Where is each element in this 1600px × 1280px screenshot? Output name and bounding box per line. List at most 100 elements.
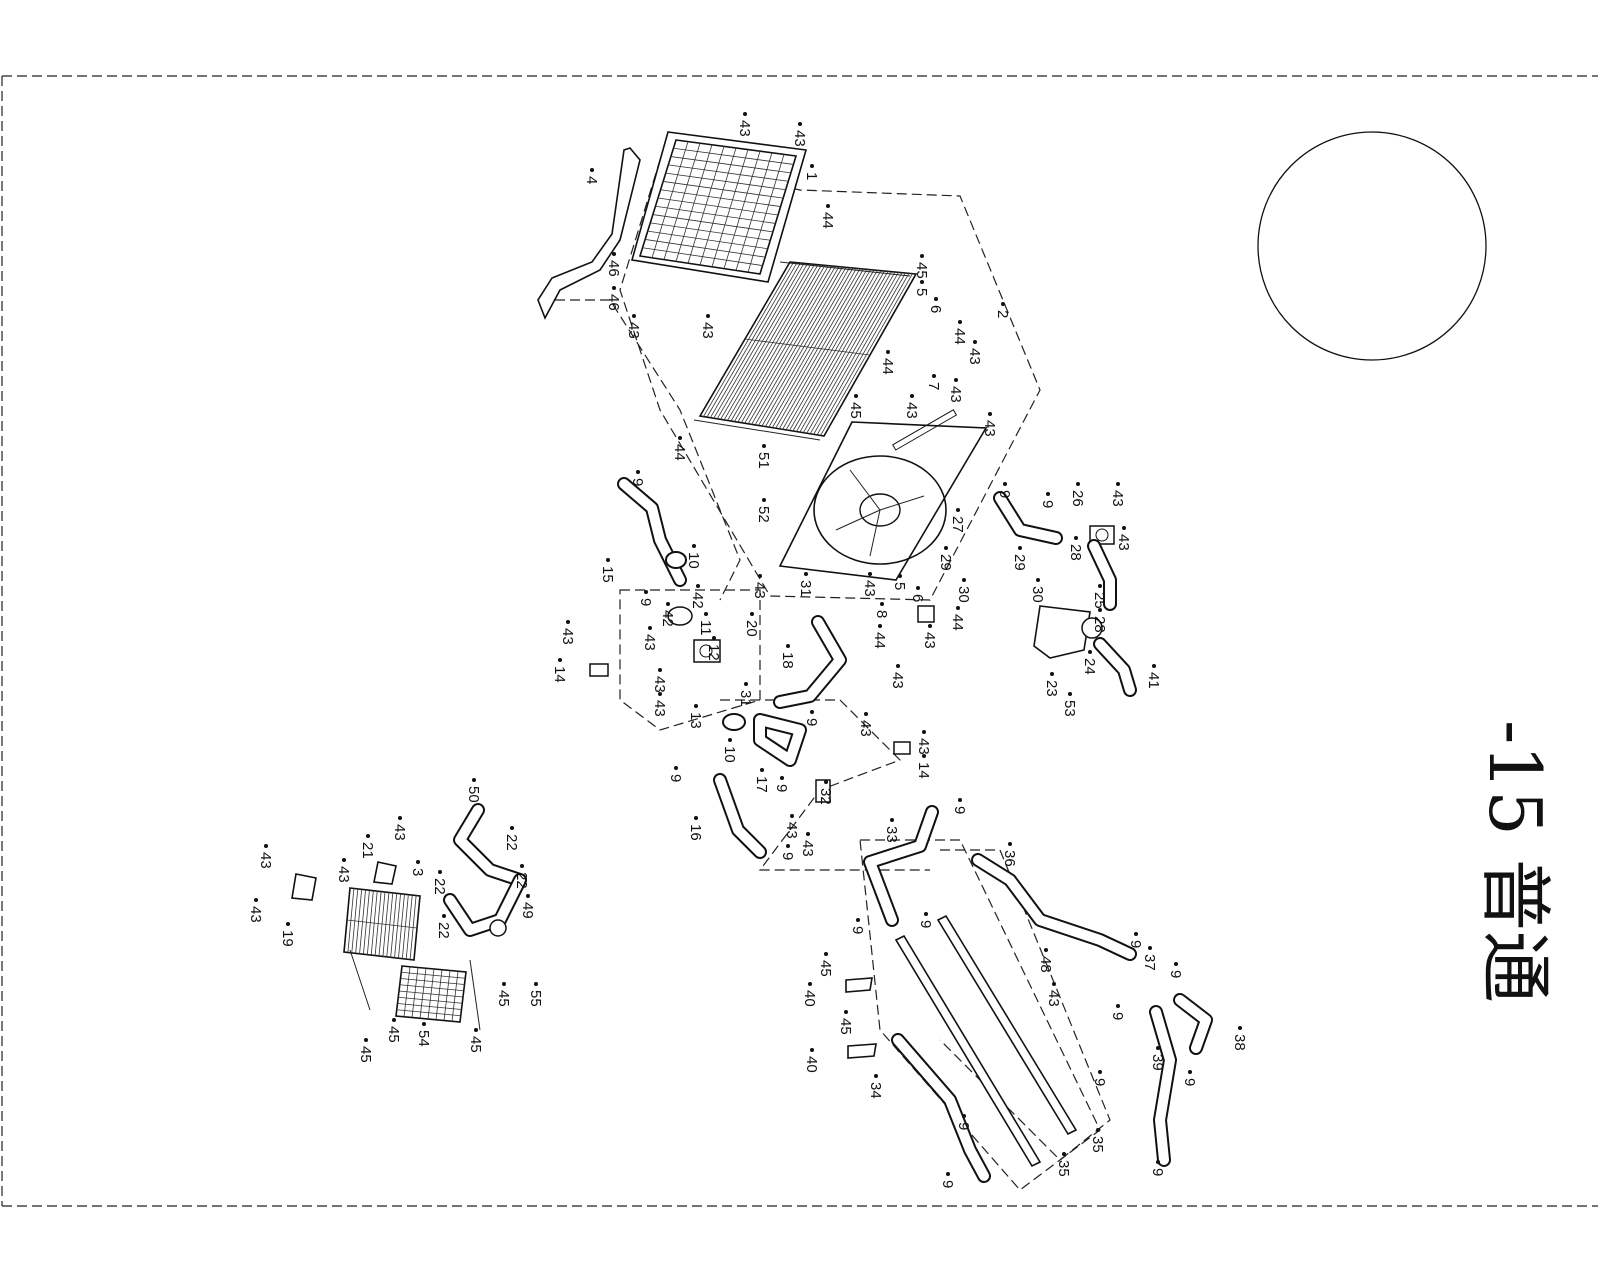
callout-text: 52 xyxy=(755,506,772,523)
callout-c107: 40 xyxy=(801,982,818,1007)
callout-c24: 9 xyxy=(629,470,646,486)
callout-c1: 43 xyxy=(736,112,753,137)
callout-c117: 45 xyxy=(357,1038,374,1063)
callout-dot xyxy=(1046,492,1050,496)
callout-c113: 38 xyxy=(1231,1026,1248,1051)
callout-text: 22 xyxy=(503,834,520,851)
callout-text: 43 xyxy=(783,822,800,839)
callout-dot xyxy=(808,982,812,986)
callout-c32: 43 xyxy=(1115,526,1132,551)
callout-dot xyxy=(922,754,926,758)
callout-text: 29 xyxy=(937,554,954,571)
callout-dot xyxy=(1098,584,1102,588)
callout-text: 23 xyxy=(1043,680,1060,697)
callout-text: 5 xyxy=(913,288,930,296)
callout-dot xyxy=(922,730,926,734)
callout-c8: 5 xyxy=(913,280,930,296)
callout-c121: 9 xyxy=(955,1114,972,1130)
callout-text: 43 xyxy=(1115,534,1132,551)
callout-text: 43 xyxy=(861,580,878,597)
callout-text: 43 xyxy=(335,866,352,883)
callout-text: 46 xyxy=(605,260,622,277)
callout-dot xyxy=(1156,1160,1160,1164)
heater-core-group xyxy=(291,861,507,1031)
callout-dot xyxy=(342,858,346,862)
callout-dot xyxy=(826,204,830,208)
callout-text: 43 xyxy=(391,824,408,841)
callout-c77: 32 xyxy=(817,780,834,805)
callout-dot xyxy=(928,624,932,628)
callout-text: 43 xyxy=(799,840,816,857)
callout-dot xyxy=(924,912,928,916)
callout-dot xyxy=(1152,664,1156,668)
callout-dot xyxy=(442,914,446,918)
callout-dot xyxy=(810,164,814,168)
callout-dot xyxy=(678,436,682,440)
part-1-condenser xyxy=(630,131,808,283)
part-40-brackets xyxy=(845,977,877,1059)
callout-dot xyxy=(920,254,924,258)
callout-c25: 9 xyxy=(996,482,1013,498)
callout-dot xyxy=(844,1010,848,1014)
callout-dot xyxy=(392,1018,396,1022)
callout-text: 35 xyxy=(1055,1160,1072,1177)
callout-text: 39 xyxy=(1149,1054,1166,1071)
callout-c15: 43 xyxy=(966,340,983,365)
callout-text: 9 xyxy=(1109,1012,1126,1020)
callout-dot xyxy=(988,412,992,416)
callout-text: 45 xyxy=(467,1036,484,1053)
callout-dot xyxy=(694,704,698,708)
callout-dot xyxy=(416,860,420,864)
callout-dot xyxy=(1018,546,1022,550)
callout-text: 43 xyxy=(1045,990,1062,1007)
callout-text: 44 xyxy=(949,614,966,631)
callout-c69: 9 xyxy=(803,710,820,726)
callout-text: 26 xyxy=(1069,490,1086,507)
callout-dot xyxy=(958,320,962,324)
callout-c85: 50 xyxy=(465,778,482,803)
callout-dot xyxy=(856,918,860,922)
callout-text: 9 xyxy=(917,920,934,928)
callout-dot xyxy=(728,738,732,742)
callout-dot xyxy=(874,1074,878,1078)
callout-c21: 43 xyxy=(981,412,998,437)
callout-dot xyxy=(864,712,868,716)
callout-text: 31 xyxy=(797,580,814,597)
callout-c13: 43 xyxy=(699,314,716,339)
callout-text: 44 xyxy=(951,328,968,345)
callout-text: 28 xyxy=(1091,616,1108,633)
callout-text: 14 xyxy=(915,762,932,779)
callout-c64: 23 xyxy=(1043,672,1060,697)
callout-dot xyxy=(744,682,748,686)
callout-dot xyxy=(786,844,790,848)
callout-c114: 45 xyxy=(467,1028,484,1053)
callout-dot xyxy=(932,374,936,378)
callout-dot xyxy=(366,834,370,838)
callout-c125: 9 xyxy=(939,1172,956,1188)
callout-c66: 43 xyxy=(651,692,668,717)
callout-text: 20 xyxy=(743,620,760,637)
callout-text: 27 xyxy=(949,516,966,533)
callout-text: 16 xyxy=(687,824,704,841)
callout-c68: 53 xyxy=(1061,692,1078,717)
callout-dot xyxy=(472,778,476,782)
callout-dot xyxy=(956,606,960,610)
callout-text: 9 xyxy=(1167,970,1184,978)
callout-text: 8 xyxy=(873,610,890,618)
callout-c44: 43 xyxy=(861,572,878,597)
callout-dot xyxy=(898,574,902,578)
callout-text: 14 xyxy=(551,666,568,683)
callout-text: 36 xyxy=(1001,850,1018,867)
part-2-radiator xyxy=(693,261,918,441)
callout-dot xyxy=(916,586,920,590)
callout-text: 38 xyxy=(1231,1034,1248,1051)
callout-text: 12 xyxy=(705,644,722,661)
callout-c18: 43 xyxy=(947,378,964,403)
callout-c2: 43 xyxy=(791,122,808,147)
callout-dot xyxy=(558,658,562,662)
callout-c92: 22 xyxy=(513,864,530,889)
callout-dot xyxy=(286,922,290,926)
callout-dot xyxy=(854,394,858,398)
callout-dot xyxy=(648,626,652,630)
